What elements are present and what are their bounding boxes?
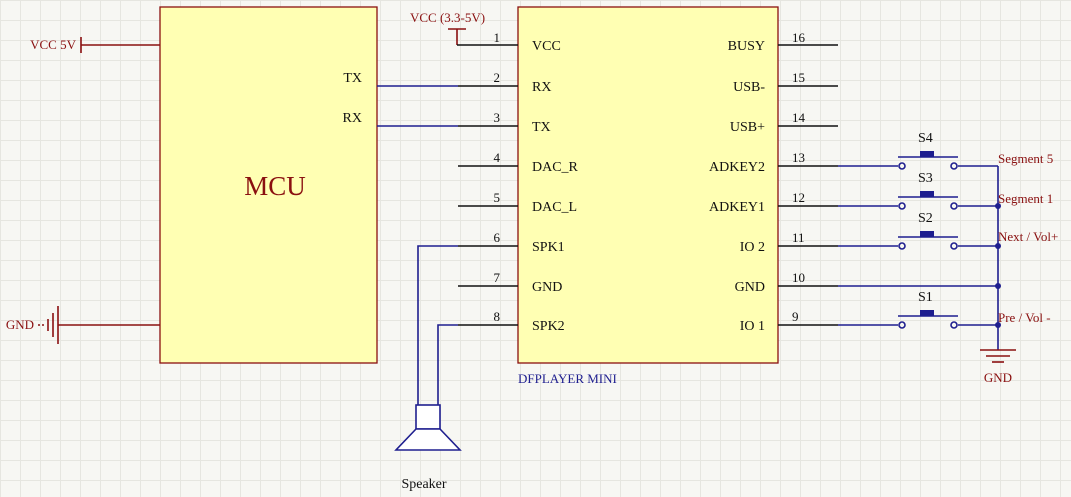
pin-name: SPK1: [532, 240, 565, 255]
dfplayer-left-pin-4: 4 DAC_R: [458, 150, 579, 175]
pin-name: TX: [532, 120, 551, 135]
dfplayer-left-pin-5: 5 DAC_L: [458, 190, 577, 215]
pin-number: 11: [792, 230, 805, 245]
switch-ref: S1: [918, 290, 933, 305]
speaker: Speaker: [394, 245, 462, 492]
dfplayer-left-pin-3: 3 TX: [458, 110, 551, 135]
switch-s3: S3 Segment 1: [898, 171, 1053, 210]
pin-number: 7: [494, 270, 501, 285]
dfplayer-right-pin-9: 9 IO 1: [740, 309, 838, 334]
switch-function: Segment 1: [998, 191, 1053, 206]
pin-number: 5: [494, 190, 501, 205]
ground-right-icon: GND: [980, 349, 1016, 385]
pin-name: VCC: [532, 39, 561, 54]
pin-name: ADKEY2: [709, 160, 765, 175]
pin-number: 13: [792, 150, 805, 165]
mcu-vcc-port: VCC 5V: [30, 37, 160, 53]
dfplayer-left-pin-2: 2 RX: [458, 70, 551, 95]
pin-number: 1: [494, 30, 501, 45]
switch-s2: S2 Next / Vol+: [898, 211, 1058, 250]
dfplayer-right-pin-14: 14 USB+: [730, 110, 838, 135]
dfplayer-right-pin-10: 10 GND: [735, 270, 838, 295]
speaker-body: [415, 404, 441, 430]
pin-number: 9: [792, 309, 799, 324]
dfplayer-vcc-supply-label: VCC (3.3-5V): [410, 10, 485, 25]
pin-name: GND: [532, 280, 562, 295]
mcu-gnd-port: GND: [6, 306, 160, 344]
speaker-label: Speaker: [401, 477, 446, 492]
dfplayer-vcc-supply: VCC (3.3-5V): [410, 10, 518, 46]
dfplayer-left-pin-6: 6 SPK1: [458, 230, 565, 255]
pin-number: 2: [494, 70, 501, 85]
mcu-rx-label: RX: [343, 111, 362, 126]
pin-number: 6: [494, 230, 501, 245]
dfplayer-left-pin-7: 7 GND: [458, 270, 562, 295]
switch-function: Pre / Vol -: [998, 310, 1051, 325]
pin-number: 16: [792, 30, 806, 45]
pin-name: IO 1: [740, 319, 765, 334]
mcu-block: [159, 6, 378, 364]
mcu-tx-label: TX: [343, 71, 362, 86]
mcu-title: MCU: [244, 171, 306, 201]
pin-number: 3: [494, 110, 501, 125]
pin-name: DAC_L: [532, 200, 577, 215]
switch-s1: S1 Pre / Vol -: [898, 290, 1051, 329]
wire-spk2: [437, 324, 458, 405]
dfplayer-name: DFPLAYER MINI: [518, 371, 617, 386]
pin-name: SPK2: [532, 319, 565, 334]
switch-ref: S4: [918, 131, 933, 146]
dfplayer-left-pin-8: 8 SPK2: [458, 309, 565, 334]
wire-spk1: [417, 245, 458, 405]
pin-name: USB-: [733, 80, 765, 95]
pin-number: 8: [494, 309, 501, 324]
dfplayer-right-pin-11: 11 IO 2: [740, 230, 838, 255]
switch-ref: S3: [918, 171, 933, 186]
dfplayer-right-pin-15: 15 USB-: [733, 70, 838, 95]
pin-name: DAC_R: [532, 160, 579, 175]
speaker-cone-icon: [394, 428, 462, 451]
switch-ref: S2: [918, 211, 933, 226]
switch-function: Segment 5: [998, 151, 1053, 166]
ground-right-label: GND: [984, 370, 1012, 385]
switch-s4: S4 Segment 5: [898, 131, 1053, 170]
pin-number: 10: [792, 270, 805, 285]
pin-name: USB+: [730, 120, 765, 135]
mcu-vcc-label: VCC 5V: [30, 37, 76, 52]
pin-number: 15: [792, 70, 805, 85]
pin-name: RX: [532, 80, 551, 95]
pin-name: GND: [735, 280, 765, 295]
switch-function: Next / Vol+: [998, 229, 1058, 244]
mcu-gnd-label: GND: [6, 317, 34, 332]
dfplayer-right-pin-13: 13 ADKEY2: [709, 150, 838, 175]
dfplayer-left-pin-1: 1 VCC: [494, 30, 561, 54]
pin-number: 4: [494, 150, 501, 165]
pin-name: ADKEY1: [709, 200, 765, 215]
dfplayer-right-pin-16: 16 BUSY: [728, 30, 838, 54]
pin-number: 12: [792, 190, 805, 205]
dfplayer-block: [517, 6, 779, 364]
pin-number: 14: [792, 110, 806, 125]
pin-name: BUSY: [728, 39, 765, 54]
pin-name: IO 2: [740, 240, 765, 255]
dfplayer-right-pin-12: 12 ADKEY1: [709, 190, 838, 215]
